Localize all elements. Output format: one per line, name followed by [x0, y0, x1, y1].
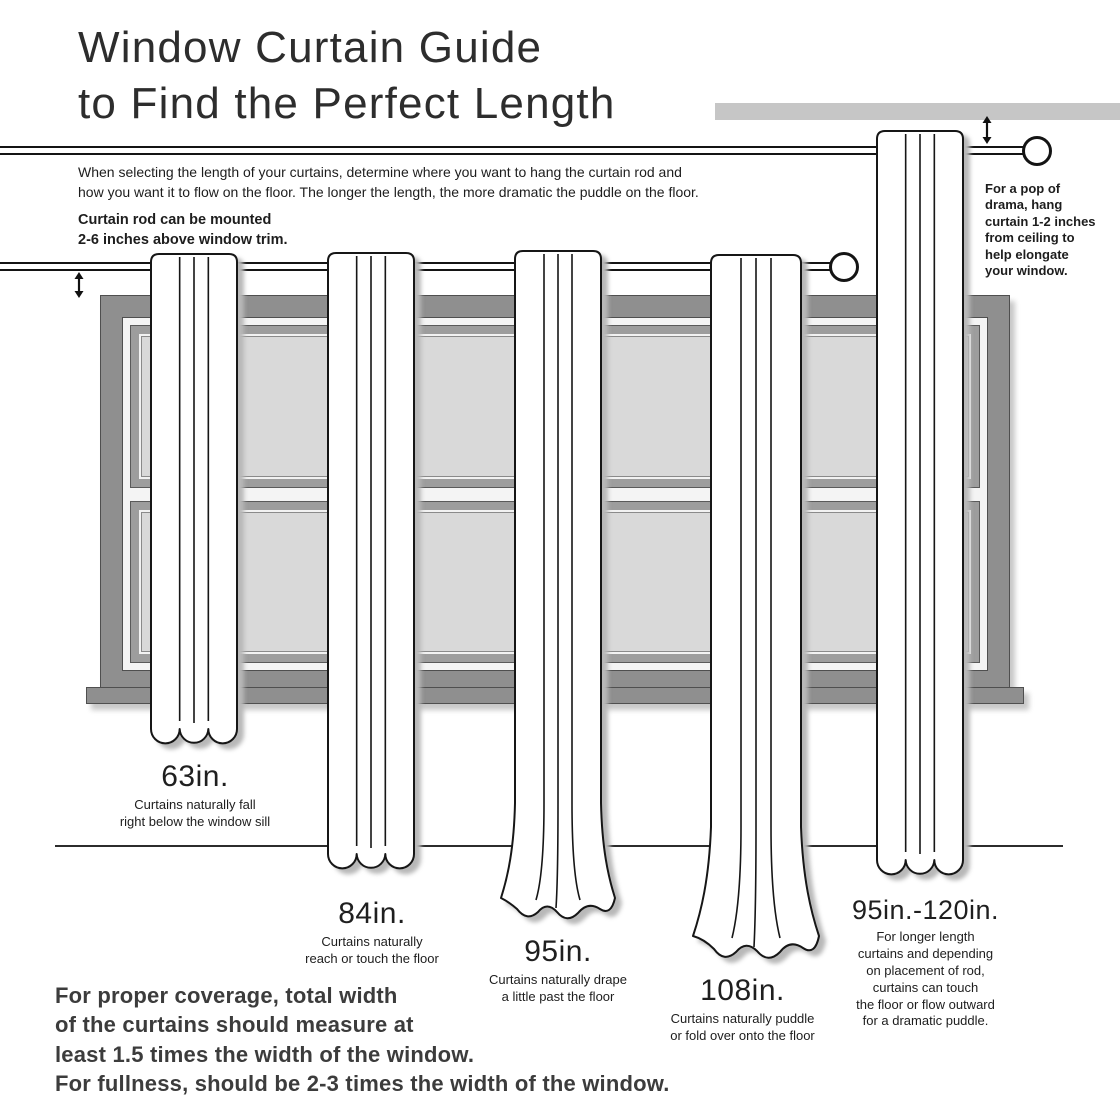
rod-finial-main-icon	[829, 252, 859, 282]
length-caption: For longer length curtains and depending…	[856, 929, 995, 1029]
curtain-84in-illustration	[327, 252, 415, 870]
length-value: 108in.	[700, 974, 785, 1007]
curtain-rod-top	[0, 146, 1038, 155]
ceiling-gap-arrow-icon	[982, 116, 992, 144]
rod-finial-top-icon	[1022, 136, 1052, 166]
length-caption: Curtains naturally fall right below the …	[119, 797, 271, 829]
coverage-note: For proper coverage, total width of the …	[55, 983, 670, 1096]
curtain-63in-illustration	[150, 253, 238, 745]
curtain-95-120in-illustration	[876, 130, 964, 876]
intro-text: When selecting the length of your curtai…	[78, 164, 699, 200]
curtain-108in-illustration	[692, 254, 820, 959]
length-value: 95in.-120in.	[851, 895, 1000, 925]
curtain-95in-illustration	[500, 250, 616, 920]
length-caption: Curtains naturally puddle or fold over o…	[670, 1011, 815, 1043]
rod-to-trim-arrow-icon	[74, 272, 84, 298]
length-caption: Curtains naturally drape a little past t…	[488, 972, 628, 1004]
curtain-63in-label: 63in. Curtains naturally fall right belo…	[105, 760, 285, 831]
curtain-95-120in-label: 95in.-120in. For longer length curtains …	[828, 895, 1023, 1030]
length-value: 95in.	[524, 935, 592, 968]
rod-mount-note: Curtain rod can be mounted 2-6 inches ab…	[78, 212, 288, 248]
page-title: Window Curtain Guide to Find the Perfect…	[78, 23, 616, 129]
length-caption: Curtains naturally reach or touch the fl…	[305, 934, 439, 966]
ceiling-bar	[715, 103, 1120, 120]
curtain-84in-label: 84in. Curtains naturally reach or touch …	[282, 897, 462, 968]
length-value: 63in.	[161, 760, 229, 793]
curtain-95in-label: 95in. Curtains naturally drape a little …	[468, 935, 648, 1006]
curtain-108in-label: 108in. Curtains naturally puddle or fold…	[645, 974, 840, 1045]
ceiling-drama-note: For a pop of drama, hang curtain 1-2 inc…	[985, 181, 1096, 278]
curtain-rod-main	[0, 262, 844, 271]
length-value: 84in.	[338, 897, 406, 930]
